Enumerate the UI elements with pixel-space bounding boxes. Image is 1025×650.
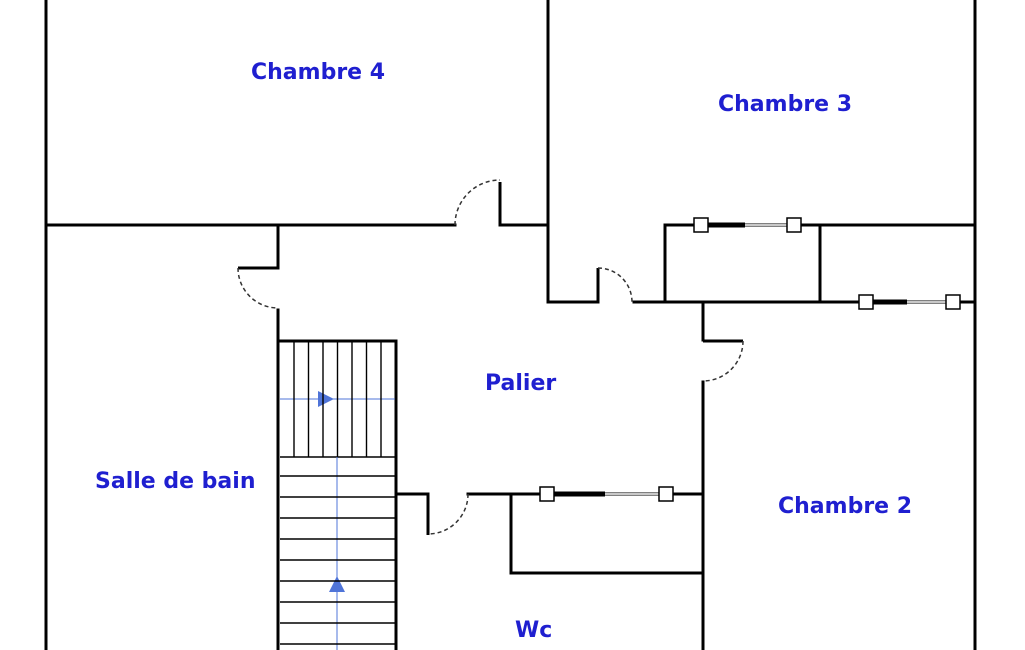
room-label-salle-de-bain: Salle de bain (95, 469, 256, 494)
wall-chambre3 (546, 223, 977, 304)
door-chambre3[interactable] (596, 267, 633, 303)
room-label-wc: Wc (515, 618, 553, 643)
window-wc (539, 486, 674, 502)
window-chambre3-right (858, 294, 961, 310)
door-chambre2[interactable] (702, 339, 744, 382)
stair-arrow-up (329, 576, 345, 592)
door-chambre4[interactable] (454, 179, 502, 226)
outer-walls (44, 0, 977, 650)
room-label-chambre4: Chambre 4 (251, 60, 386, 85)
door-wc[interactable] (426, 493, 469, 535)
room-label-palier: Palier (485, 371, 557, 396)
wall-chambre4 (44, 0, 550, 304)
wall-wc (394, 492, 705, 575)
room-label-chambre2: Chambre 2 (778, 494, 913, 519)
stair-arrow-right (318, 391, 334, 407)
door-salle-de-bain[interactable] (237, 266, 279, 309)
staircase (278, 339, 398, 650)
window-chambre3-left (693, 217, 802, 233)
room-label-chambre3: Chambre 3 (718, 92, 853, 117)
